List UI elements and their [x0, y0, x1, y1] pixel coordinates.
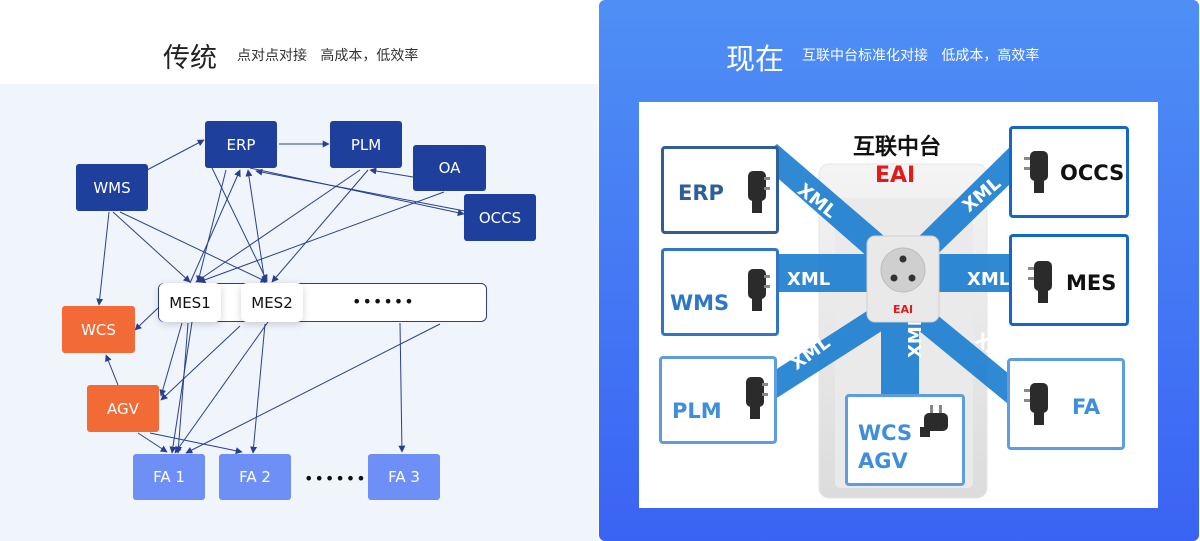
edge-occs-erp: [255, 168, 471, 213]
fa-more-dots: ••••••: [304, 469, 367, 488]
band-wcs: [881, 310, 919, 402]
edge-agv-wcs: [105, 354, 119, 386]
system-occs-label: OCCS: [1060, 161, 1125, 185]
plug-icon: [920, 405, 948, 437]
system-fa: FA: [1007, 358, 1125, 450]
system-wcs-label: WCS: [858, 421, 913, 445]
node-wms: WMS: [76, 164, 148, 211]
edge-mes2-erp: [245, 169, 266, 284]
system-fa-label: FA: [1072, 395, 1101, 419]
eai-panel-title: 现在: [726, 42, 785, 76]
system-plm-label: PLM: [672, 399, 722, 423]
traditional-header: 传统 点对点对接 高成本，低效率: [0, 0, 598, 84]
node-agv: AGV: [87, 385, 159, 432]
plug-icon: [746, 377, 768, 419]
system-wcs-agv: WCS AGV: [845, 394, 965, 486]
node-fa1: FA 1: [133, 454, 205, 500]
xml-label-mes: XML: [967, 269, 1010, 290]
mes-more-dots: ••••••: [352, 292, 415, 311]
node-mes2: MES2: [241, 283, 303, 322]
edge-mes1-agv: [159, 322, 183, 397]
plug-icon: [748, 171, 770, 213]
edge-wms-mes1: [112, 211, 191, 283]
traditional-title: 传统: [163, 43, 217, 74]
edge-mes1-fa1b: [169, 321, 193, 454]
traditional-subtitle: 点对点对接 高成本，低效率: [237, 48, 419, 64]
edge-agv-fa1: [137, 432, 168, 453]
node-fa3: FA 3: [368, 454, 440, 500]
edge-mes-fa3: [398, 322, 406, 453]
edge-plm-mes1: [195, 169, 361, 283]
hub-title: 互联中台: [853, 134, 941, 160]
band-plm: [741, 302, 899, 408]
system-plm: PLM: [659, 356, 777, 444]
edge-erp-mes2: [211, 167, 268, 282]
hub-name: EAI: [875, 163, 915, 188]
node-mes1: MES1: [159, 283, 221, 322]
band-wms: [757, 254, 875, 292]
node-occs: OCCS: [464, 194, 536, 241]
xml-label-wms: XML: [787, 269, 830, 290]
band-fa: [901, 300, 1031, 408]
system-wms: WMS: [661, 248, 779, 336]
eai-diagram-canvas: XML XML XML XML XML XML XML 互联中台 EAI EAI…: [639, 102, 1158, 508]
edge-mes2-agv: [160, 325, 241, 401]
edge-mes1-erp: [189, 169, 241, 284]
edge-mes1-fa1: [174, 322, 189, 454]
system-mes: MES: [1009, 234, 1129, 326]
node-oa: OA: [413, 145, 486, 191]
system-wms-label: WMS: [670, 291, 730, 315]
edge-mes1-wcs: [134, 307, 159, 331]
system-agv-label: AGV: [858, 449, 908, 473]
xml-label-wcs: XML: [905, 315, 926, 358]
plug-icon: [1024, 383, 1048, 425]
edge-mes-fa1b: [185, 323, 441, 454]
edge-plm-mes2: [271, 169, 369, 283]
system-mes-label: MES: [1066, 271, 1117, 295]
eai-panel-subtitle: 互联中台标准化对接 低成本，高效率: [802, 48, 1040, 64]
node-fa2: FA 2: [219, 454, 291, 500]
edge-agv-fa2: [149, 432, 243, 455]
plug-icon: [748, 269, 770, 311]
edge-wms-mes2: [119, 211, 268, 283]
edge-erp-occs: [249, 167, 465, 217]
system-erp: ERP: [661, 146, 779, 234]
eai-panel: 现在 互联中台标准化对接 低成本，高效率 X: [599, 0, 1199, 541]
node-erp: ERP: [205, 121, 277, 168]
system-erp-label: ERP: [678, 181, 724, 205]
system-occs: OCCS: [1009, 126, 1129, 218]
edge-oa-mes1: [198, 191, 445, 284]
plug-icon: [1028, 261, 1052, 303]
edge-wms-wcs: [96, 211, 110, 306]
edge-mes2-fa1: [174, 321, 269, 454]
edge-oa-plm: [369, 167, 414, 178]
edge-mes2-fa2: [250, 323, 266, 454]
edge-wms-erp: [146, 139, 205, 171]
edge-erp-mes1: [196, 169, 227, 283]
point-to-point-connections: [96, 139, 471, 455]
plug-icon: [1024, 151, 1048, 193]
node-wcs: WCS: [62, 306, 135, 353]
hub-socket-label: EAI: [893, 303, 913, 316]
node-plm: PLM: [330, 121, 402, 168]
